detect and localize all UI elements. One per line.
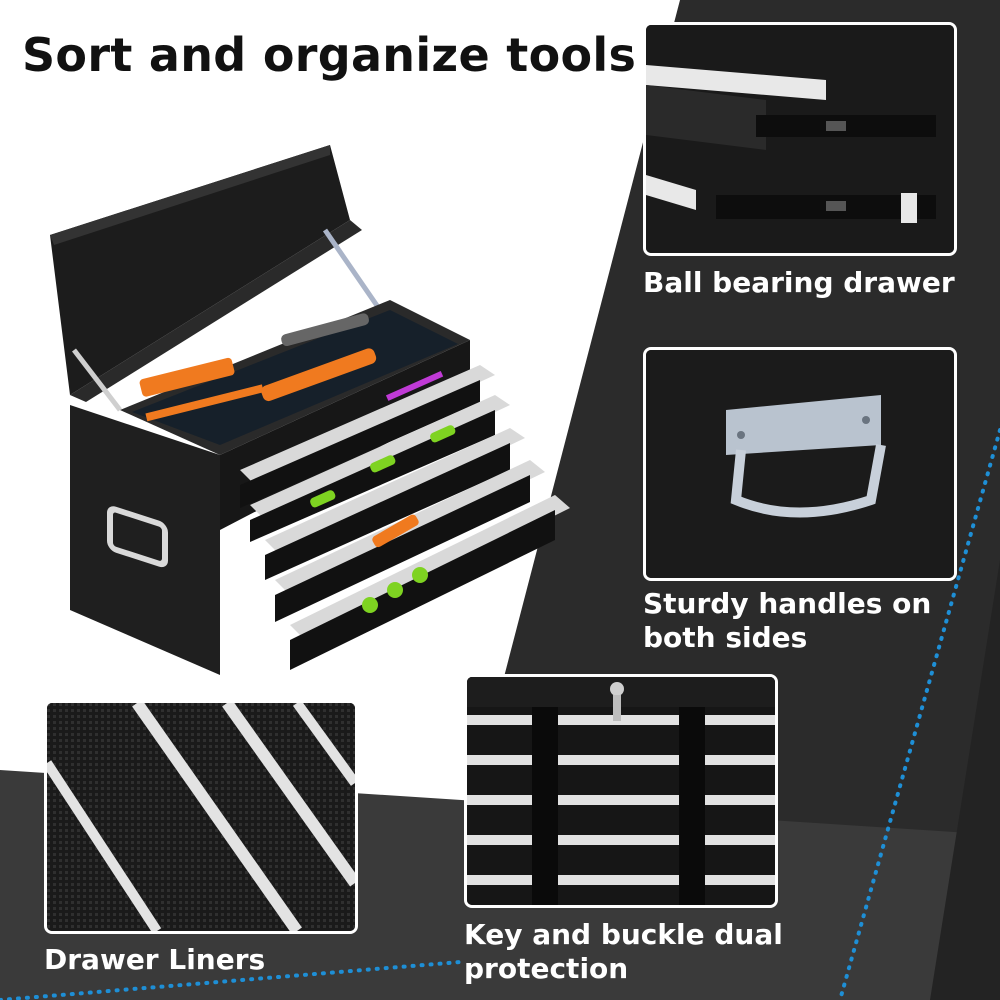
lid-strut-left — [72, 348, 122, 412]
feature-label-liners: Drawer Liners — [44, 943, 266, 976]
handle-plate — [726, 395, 881, 455]
socket — [362, 597, 378, 613]
key-lock-image — [467, 677, 775, 905]
drawer-rail — [47, 760, 162, 931]
chest-lid — [50, 145, 350, 395]
lock-cylinder — [610, 682, 624, 696]
tool-chest-product-image — [50, 145, 570, 675]
feature-label-lock: Key and buckle dual protection — [464, 918, 783, 985]
dotted-line-right — [838, 428, 1000, 1000]
background-corner-shade — [930, 560, 1000, 1000]
feature-panel-handle — [643, 347, 957, 581]
green-pliers — [370, 455, 396, 473]
ball-bearing-slide-image — [646, 25, 954, 253]
drawer-rail — [240, 365, 495, 485]
drawer-rail — [222, 703, 355, 887]
drawer-rail — [467, 875, 775, 885]
lid-strut-right — [322, 228, 383, 312]
liner-magenta — [385, 371, 444, 401]
drawer-rail — [290, 495, 570, 640]
handle-bar — [730, 444, 886, 518]
drawer-rail — [467, 755, 775, 765]
drawer-rail — [132, 703, 302, 931]
drawer-liner-image — [47, 703, 355, 931]
drawer-rail — [467, 835, 775, 845]
pliers-tool — [261, 348, 377, 402]
chest-side — [70, 405, 220, 675]
green-pliers — [430, 425, 456, 443]
orange-wrench — [372, 514, 419, 548]
key-icon — [613, 695, 621, 721]
feature-label-handle: Sturdy handles on both sides — [643, 587, 932, 654]
drawer-rail — [265, 428, 525, 555]
side-handle — [107, 506, 168, 568]
headline: Sort and organize tools — [22, 28, 637, 82]
drawer-stack — [240, 365, 570, 670]
buckle-strap-right — [679, 707, 705, 905]
drawer-rail — [467, 795, 775, 805]
feature-panel-liners — [44, 700, 358, 934]
drawer-rail — [250, 395, 510, 520]
wrench-tool — [281, 313, 369, 346]
green-pliers — [310, 490, 336, 508]
feature-label-ball-bearing: Ball bearing drawer — [643, 266, 955, 299]
hacksaw-tool — [139, 357, 235, 397]
buckle-strap-left — [532, 707, 558, 905]
feature-panel-ball-bearing — [643, 22, 957, 256]
feature-panel-lock — [464, 674, 778, 908]
side-handle-image — [646, 350, 954, 578]
